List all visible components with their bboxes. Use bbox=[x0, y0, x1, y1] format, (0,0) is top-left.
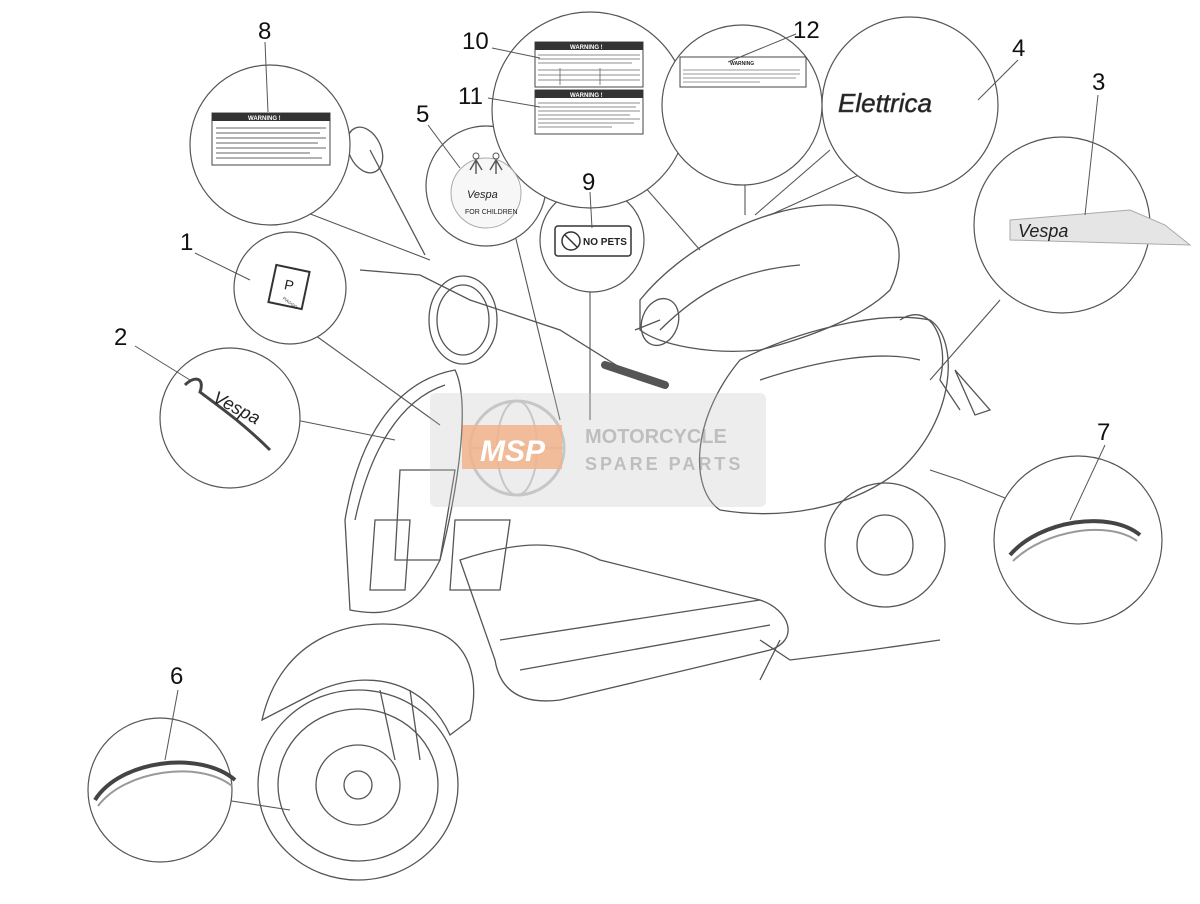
callout-circle-2 bbox=[159, 347, 301, 489]
children-caption: FOR CHILDREN bbox=[465, 209, 518, 216]
elettrica-logo: Elettrica bbox=[838, 88, 933, 119]
rear-rim-stripe bbox=[1008, 519, 1142, 562]
warning-label-seat: WARNING bbox=[679, 56, 807, 88]
callout-circle-12 bbox=[661, 24, 823, 186]
warning-label-battery: WARNING ! bbox=[534, 89, 644, 135]
warning-11-title: WARNING ! bbox=[570, 93, 603, 99]
callout-numbers: 1 2 3 4 5 6 7 8 9 10 11 12 bbox=[114, 17, 1110, 761]
svg-text:P: P bbox=[283, 276, 295, 294]
watermark-line-1: MOTORCYCLE bbox=[585, 426, 727, 448]
watermark-brand: MSP bbox=[480, 435, 546, 468]
watermark: MSP MOTORCYCLE SPARE PARTS bbox=[430, 393, 766, 507]
warning-10-title: WARNING ! bbox=[570, 45, 603, 51]
warning-label-tire-pressure: WARNING ! bbox=[534, 41, 644, 88]
warning-12-title: WARNING bbox=[730, 61, 754, 67]
callout-number-6: 6 bbox=[170, 663, 183, 690]
callout-number-12: 12 bbox=[793, 17, 820, 44]
vespa-side-text: Vespa bbox=[1018, 221, 1068, 241]
warning-label-handlebar: WARNING ! bbox=[211, 112, 331, 166]
callout-number-2: 2 bbox=[114, 324, 127, 351]
callout-number-1: 1 bbox=[180, 229, 193, 256]
callout-number-7: 7 bbox=[1097, 419, 1110, 446]
piaggio-badge: P PIAGGIO bbox=[267, 263, 311, 311]
watermark-line-2: SPARE PARTS bbox=[585, 454, 743, 474]
elettrica-text: Elettrica bbox=[838, 88, 932, 118]
no-pets-text: NO PETS bbox=[583, 237, 627, 248]
callout-number-9: 9 bbox=[582, 169, 595, 196]
warning-8-title: WARNING ! bbox=[248, 116, 281, 122]
scooter-illustration bbox=[257, 126, 992, 881]
callout-number-10: 10 bbox=[462, 28, 489, 55]
vespa-for-children-sticker: Vespa FOR CHILDREN bbox=[450, 152, 522, 229]
callout-number-3: 3 bbox=[1092, 69, 1105, 96]
callout-number-4: 4 bbox=[1012, 35, 1025, 62]
children-vespa-text: Vespa bbox=[467, 189, 498, 201]
callout-number-11: 11 bbox=[458, 83, 483, 110]
callout-number-8: 8 bbox=[258, 18, 271, 45]
no-pets-sticker: NO PETS bbox=[554, 225, 632, 257]
callout-number-5: 5 bbox=[416, 101, 429, 128]
front-rim-stripe bbox=[93, 760, 237, 807]
callout-circle-7 bbox=[993, 455, 1163, 625]
vespa-logo-side: Vespa bbox=[1009, 209, 1192, 246]
callout-circle-6 bbox=[87, 717, 233, 863]
